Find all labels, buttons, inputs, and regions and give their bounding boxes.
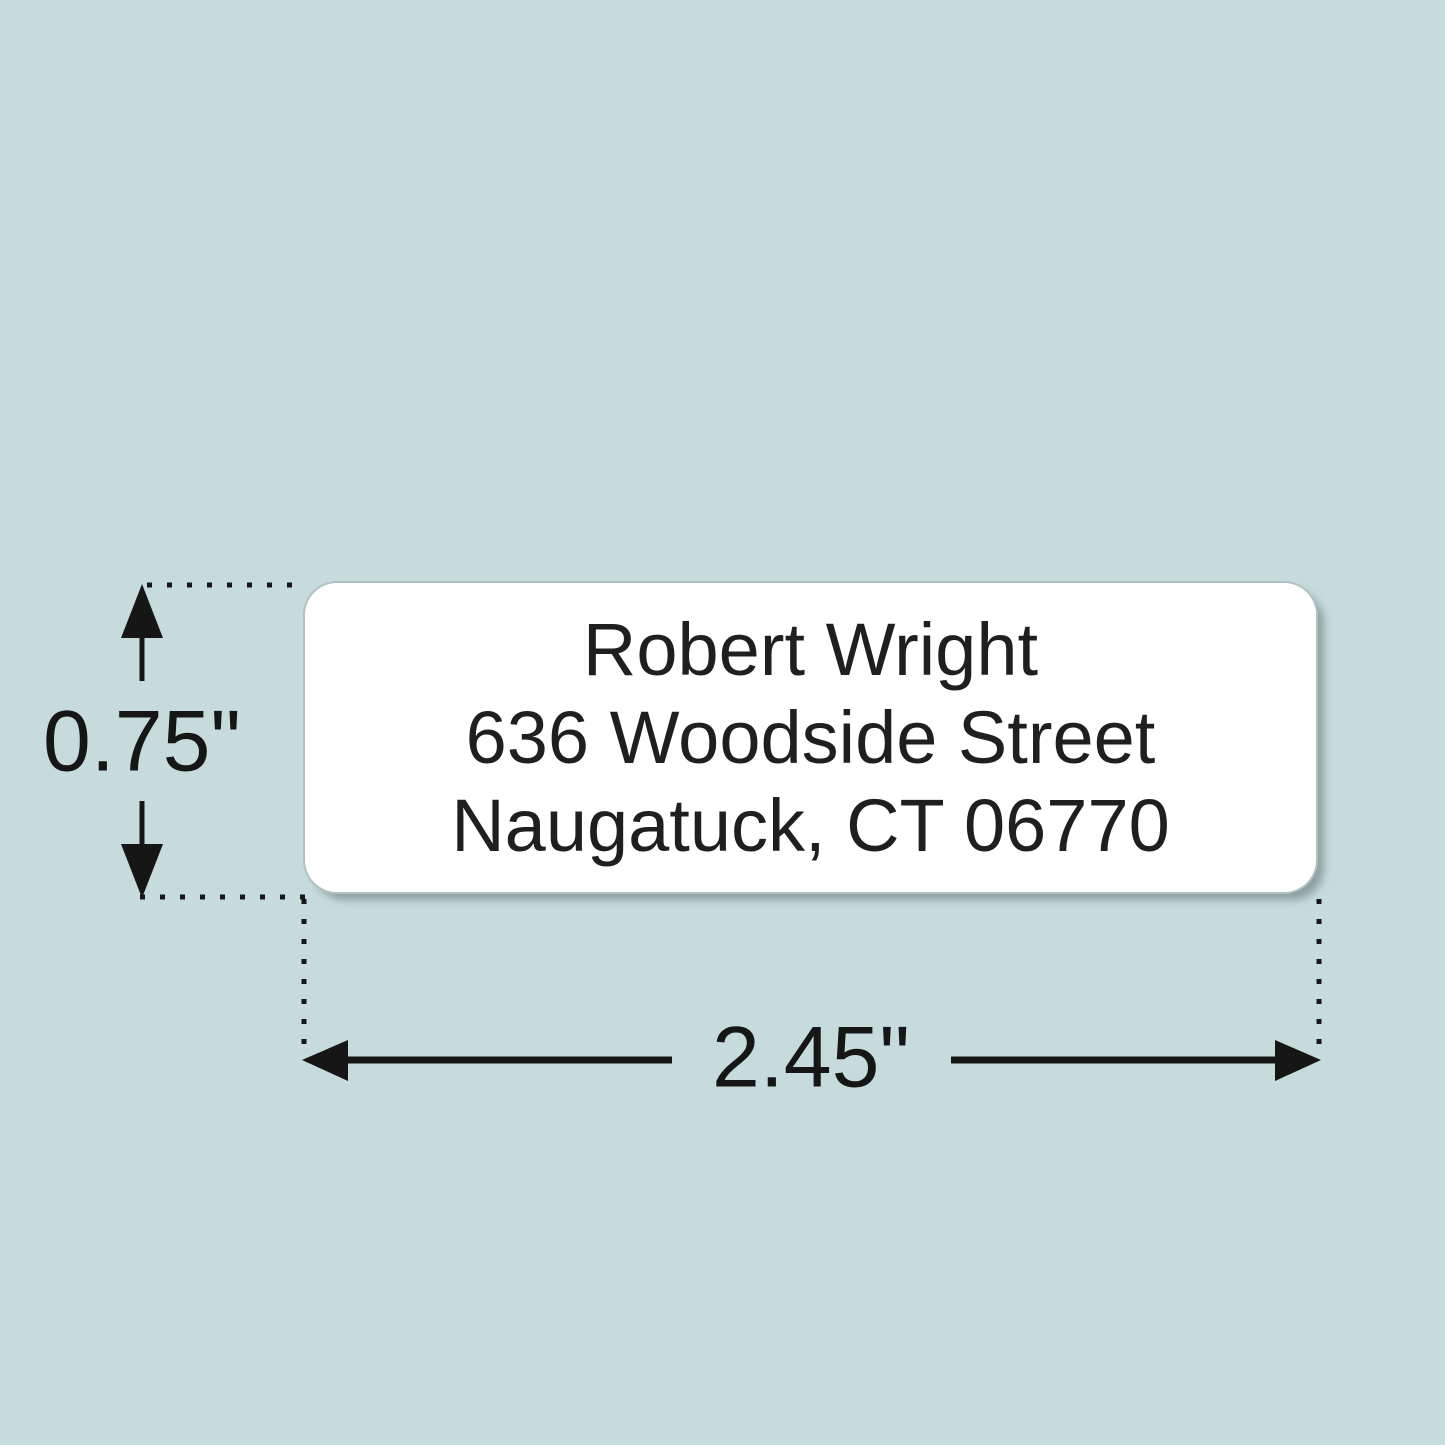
down-arrow-icon [121,844,163,898]
right-arrow-icon [1275,1040,1321,1081]
address-line-name: Robert Wright [582,607,1039,691]
address-label-sticker: Robert Wright 636 Woodside Street Naugat… [305,583,1316,892]
height-dimension-value: 0.75" [43,693,241,790]
left-arrow-icon [302,1040,348,1081]
up-arrow-icon [121,584,163,638]
address-line-city-state-zip: Naugatuck, CT 06770 [451,783,1170,867]
width-dimension-value: 2.45" [712,1009,910,1106]
address-line-street: 636 Woodside Street [465,695,1156,779]
